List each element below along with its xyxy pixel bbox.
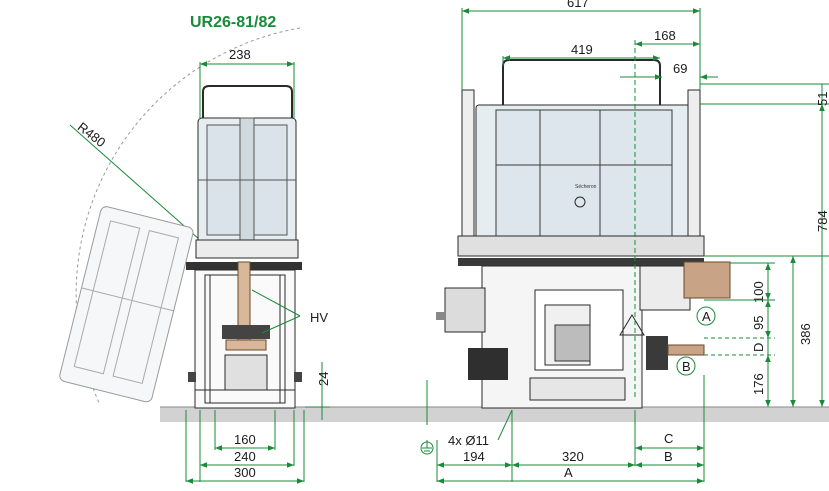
dim-617: 617 — [567, 0, 589, 10]
front-view-body — [436, 258, 731, 409]
dim-419: 419 — [571, 42, 593, 57]
dim-51: 51 — [815, 92, 829, 106]
dim-holes: 4x Ø11 — [448, 433, 489, 448]
dim-r480: R480 — [75, 119, 109, 150]
dim-69: 69 — [673, 61, 687, 76]
dim-168: 168 — [654, 28, 676, 43]
brand-label: Sécheron — [575, 184, 597, 190]
dim-160: 160 — [234, 432, 256, 447]
dim-784: 784 — [815, 210, 829, 232]
callout-hv: HV — [310, 310, 328, 325]
dim-176: 176 — [751, 373, 766, 395]
callout-b: B — [682, 359, 691, 374]
dim-95: 95 — [751, 316, 766, 330]
callout-a-circle — [696, 306, 716, 326]
swing-arc — [75, 27, 301, 406]
dim-320: 320 — [562, 449, 584, 464]
dim-b: B — [664, 449, 673, 464]
dim-386: 386 — [798, 323, 813, 345]
callout-b-circle — [676, 356, 696, 376]
ground-icon — [420, 440, 434, 455]
dim-a: A — [564, 465, 573, 480]
floor — [160, 407, 829, 422]
callout-a: A — [702, 309, 711, 324]
dim-d: D — [751, 343, 766, 352]
dim-240: 240 — [234, 449, 256, 464]
dim-24: 24 — [316, 372, 331, 386]
dim-c: C — [664, 431, 673, 446]
dim-300: 300 — [234, 465, 256, 480]
page-title: UR26-81/82 — [190, 14, 276, 31]
front-view-chute — [457, 59, 705, 257]
dim-238: 238 — [229, 47, 251, 62]
side-view-body — [186, 261, 302, 409]
side-view-chute — [195, 85, 299, 259]
dim-194: 194 — [463, 449, 485, 464]
tilted-chute — [59, 206, 194, 403]
dim-100: 100 — [751, 281, 766, 303]
